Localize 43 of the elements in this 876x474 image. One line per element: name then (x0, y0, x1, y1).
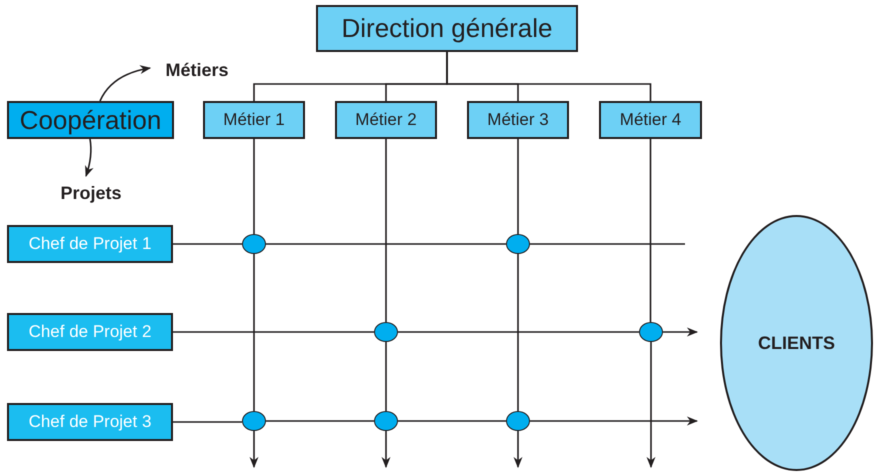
connector-line (385, 139, 387, 322)
axis-label: Projets (46, 181, 136, 205)
department-box: Métier 2 (335, 101, 437, 139)
connector-line (266, 420, 374, 422)
connector-line (446, 52, 652, 101)
clients-ellipse: CLIENTS (720, 215, 873, 471)
intersection-dot (506, 411, 530, 431)
connector-line (650, 139, 652, 322)
arrow (99, 65, 152, 102)
arrow (250, 431, 258, 468)
org-box: Direction générale (316, 5, 578, 52)
connector-line (530, 243, 685, 245)
heading-box: Coopération (7, 101, 174, 139)
intersection-dot (374, 322, 398, 342)
intersection-dot (506, 234, 530, 254)
connector-line (173, 243, 242, 245)
connector-line (517, 139, 519, 234)
department-box: Métier 1 (203, 101, 305, 139)
connector-line (253, 254, 255, 411)
arrow (514, 431, 522, 468)
project-box: Chef de Projet 3 (7, 403, 173, 441)
intersection-dot (374, 411, 398, 431)
intersection-dot (242, 411, 266, 431)
project-box: Chef de Projet 2 (7, 313, 173, 351)
intersection-dot (639, 322, 663, 342)
department-box: Métier 4 (599, 101, 702, 139)
arrow (84, 138, 94, 178)
connector-line (385, 342, 387, 411)
intersection-dot (242, 234, 266, 254)
department-box: Métier 3 (467, 101, 569, 139)
connector-line (253, 139, 255, 234)
axis-label: Métiers (152, 58, 242, 82)
connector-line (398, 420, 506, 422)
connector-line (173, 421, 242, 423)
connector-line (173, 331, 374, 333)
arrow (646, 342, 656, 468)
project-box: Chef de Projet 1 (7, 225, 173, 263)
arrow (530, 416, 698, 426)
arrow (663, 328, 698, 336)
connector-line (398, 331, 639, 333)
arrow (382, 431, 390, 468)
connector-line (266, 243, 506, 245)
connector-line (517, 254, 519, 411)
